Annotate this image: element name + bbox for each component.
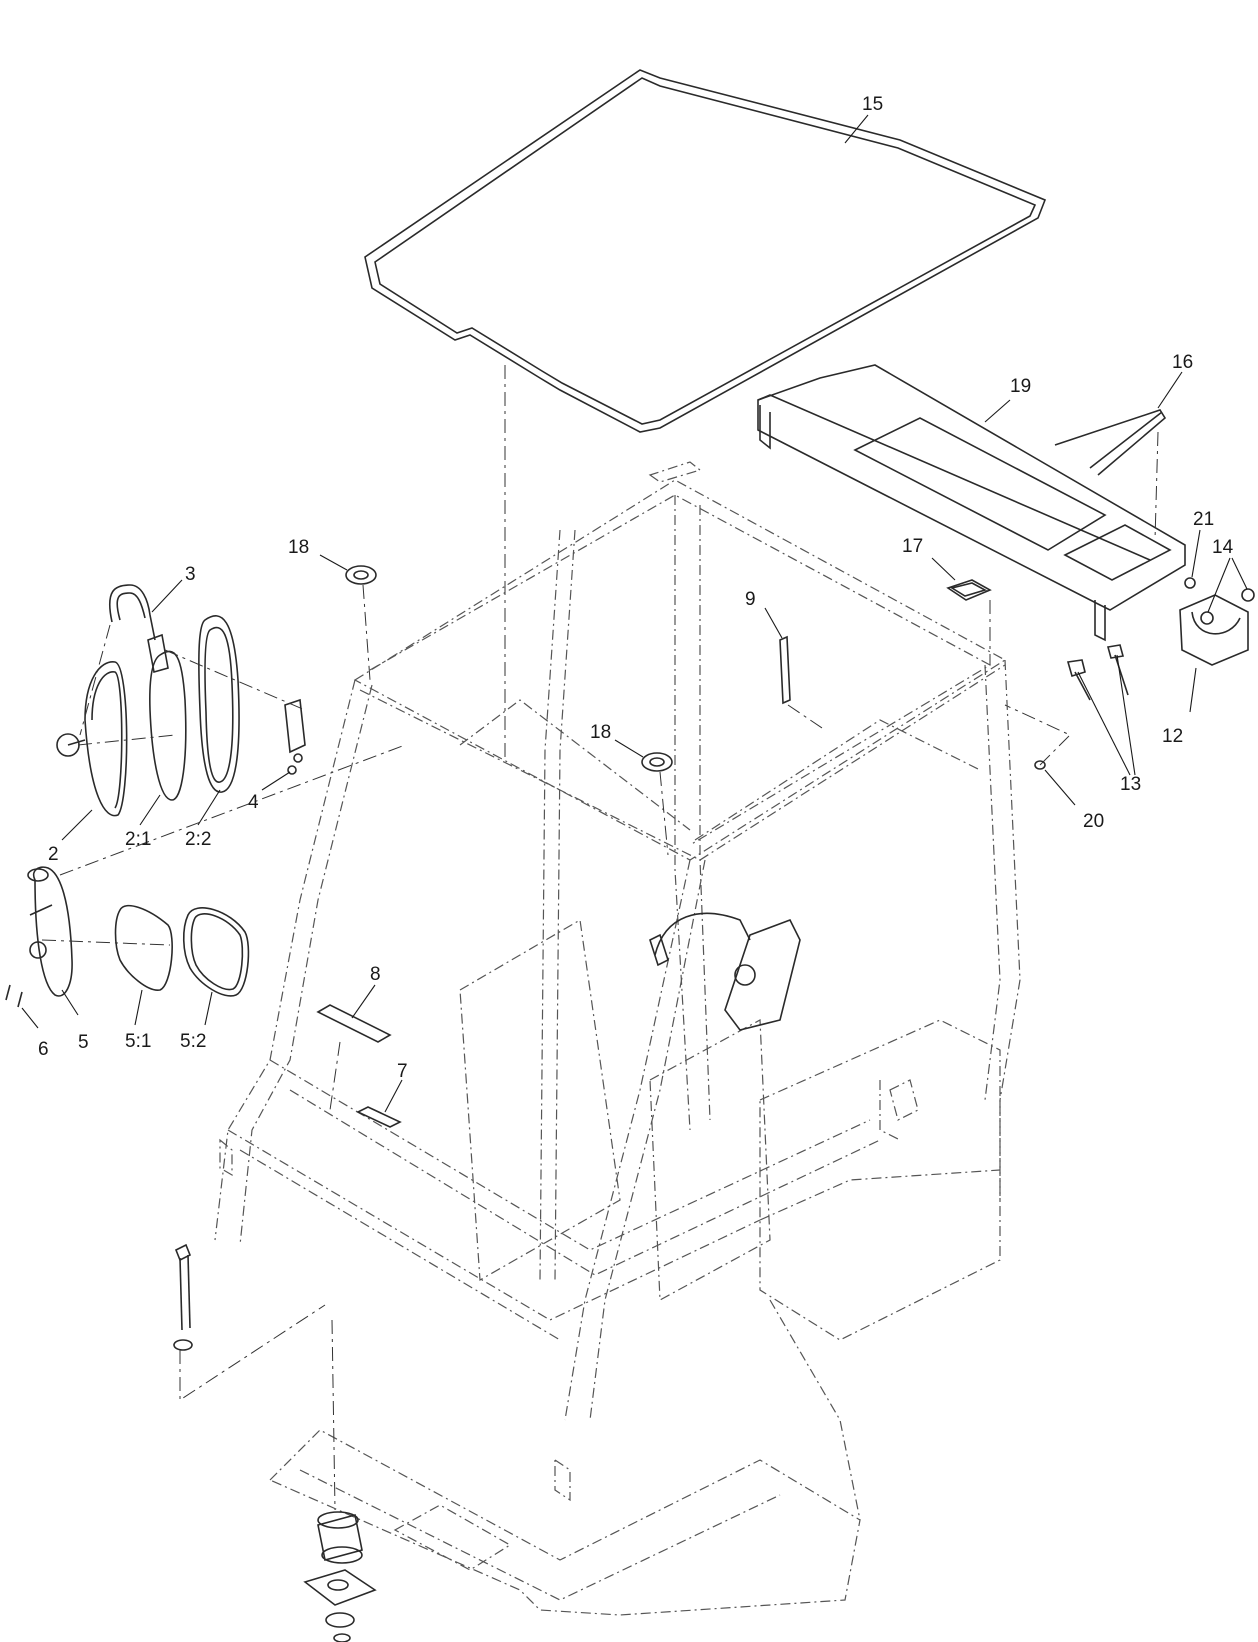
nut-21: [1184, 577, 1196, 589]
callout-5: 5: [78, 1032, 89, 1053]
mirror-glass-2-1: [149, 650, 187, 801]
callout-18-top: 18: [288, 537, 309, 558]
bracket-4: [284, 698, 306, 775]
phantom-mirror5-axis: [41, 939, 171, 946]
plug-20: [1034, 760, 1046, 770]
callout-15: 15: [862, 94, 883, 115]
mirror-2: [56, 661, 128, 817]
leader-18b: [614, 739, 644, 758]
clamp-12: [1179, 594, 1249, 666]
leader-13b: [1116, 654, 1136, 776]
callout-6: 6: [38, 1039, 49, 1060]
nuts-14: [1200, 588, 1255, 625]
leader-15: [844, 114, 869, 144]
leader-21: [1191, 529, 1201, 578]
mirror-glass-5-1: [114, 904, 173, 991]
wire-16: [1054, 409, 1167, 476]
callout-5-2: 5:2: [180, 1031, 206, 1052]
grommet-18a: [345, 565, 377, 585]
callout-9: 9: [745, 589, 756, 610]
leader-3: [151, 579, 183, 613]
rubber-mount: [303, 1511, 377, 1642]
leader-14b: [1231, 557, 1248, 590]
mirror-5: [27, 866, 73, 997]
leader-5-2: [204, 991, 213, 1026]
leader-2: [61, 809, 93, 841]
leader-13a: [1077, 671, 1131, 776]
phantom-mirror-axis: [77, 734, 176, 746]
phantom-18b: [659, 771, 669, 856]
grommet-18b: [641, 752, 673, 772]
callout-4: 4: [248, 792, 259, 813]
callout-3: 3: [185, 564, 196, 585]
phantom-mount-axis: [331, 1319, 336, 1511]
leader-17: [931, 557, 956, 581]
callout-16: 16: [1172, 352, 1193, 373]
decal-7: [356, 1106, 402, 1128]
callout-20: 20: [1083, 811, 1104, 832]
mirror-frame-2-2: [198, 615, 240, 793]
leader-12: [1189, 667, 1197, 713]
leader-16: [1157, 371, 1183, 409]
leader-9: [764, 607, 783, 639]
mounted-mirror: [649, 912, 801, 1031]
mirror-frame-5-2: [182, 907, 250, 997]
callout-8: 8: [370, 964, 381, 985]
bolts-13: [1066, 644, 1129, 701]
leader-4: [261, 771, 291, 791]
leader-19: [984, 399, 1011, 423]
phantom-mirror-upper: [164, 649, 306, 711]
leader-5: [61, 989, 79, 1016]
leader-2-1: [139, 794, 161, 826]
callout-19: 19: [1010, 376, 1031, 397]
leader-7: [384, 1079, 403, 1113]
leader-18a: [319, 554, 348, 571]
leader-2-2: [197, 789, 221, 826]
cab-frame: [214, 461, 1021, 1616]
callout-14: 14: [1212, 537, 1234, 558]
callout-18-mid: 18: [590, 722, 611, 743]
screws-6: [5, 984, 23, 1008]
callout-2-2: 2:2: [185, 829, 211, 850]
leader-5-1: [134, 989, 143, 1026]
leader-14a: [1207, 557, 1231, 613]
phantom-mirror-to-frame: [59, 744, 406, 876]
callout-17: 17: [902, 536, 923, 557]
mount-bracket-19: [757, 364, 1186, 642]
phantom-16: [1154, 431, 1159, 541]
phantom-20: [1004, 704, 1071, 766]
callout-7: 7: [397, 1061, 408, 1082]
phantom-mirror-arm: [79, 624, 111, 736]
callout-2: 2: [48, 844, 59, 865]
phantom-18a: [362, 584, 371, 681]
leader-8: [351, 984, 376, 1019]
callout-2-1: 2:1: [125, 829, 151, 850]
callout-13: 13: [1120, 774, 1141, 795]
leader-6: [21, 1007, 39, 1029]
leader-20: [1044, 769, 1076, 806]
phantom-8: [329, 1041, 341, 1111]
phantom-bolt: [179, 1304, 326, 1401]
mount-bolt-stack: [173, 1243, 193, 1351]
roof-seal-15: [364, 69, 1047, 433]
callout-12: 12: [1162, 726, 1183, 747]
decal-8: [316, 1004, 392, 1043]
mirror-arm-3: [108, 584, 169, 674]
callout-5-1: 5:1: [125, 1031, 151, 1052]
grommet-17: [946, 579, 992, 601]
callout-21: 21: [1193, 509, 1214, 530]
phantom-9: [787, 704, 826, 731]
decal-9: [779, 635, 791, 705]
